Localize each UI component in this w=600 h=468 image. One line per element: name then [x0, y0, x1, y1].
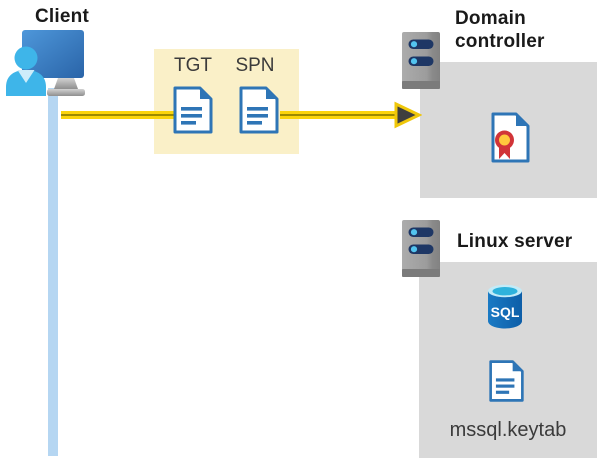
person-collar	[17, 70, 35, 83]
linux-server-icon	[402, 220, 440, 277]
sql-database-icon: SQL	[488, 284, 522, 329]
monitor-screen	[22, 30, 84, 78]
keytab-filename-label: mssql.keytab	[449, 419, 567, 441]
linux-server-label: Linux server	[457, 231, 573, 252]
arrow-shaft-left	[61, 111, 175, 119]
arrow-right-icon	[394, 101, 422, 129]
certificate-icon	[491, 112, 530, 163]
client-label: Client	[35, 6, 89, 27]
monitor-stand-neck	[54, 78, 78, 89]
arrow-shaft-right	[280, 111, 398, 119]
tgt-document-icon	[173, 86, 213, 134]
person-head	[14, 46, 38, 70]
spn-document-icon	[239, 86, 279, 134]
client-timeline-line	[48, 88, 58, 456]
domain-controller-server-icon	[402, 32, 440, 89]
client-icon	[6, 30, 85, 96]
monitor-stand-base	[47, 89, 85, 96]
keytab-document-icon	[489, 360, 524, 402]
tgt-label: TGT	[174, 55, 212, 76]
sql-badge-text: SQL	[491, 304, 520, 320]
spn-label: SPN	[235, 55, 275, 76]
domain-controller-label: Domain controller	[455, 8, 545, 52]
